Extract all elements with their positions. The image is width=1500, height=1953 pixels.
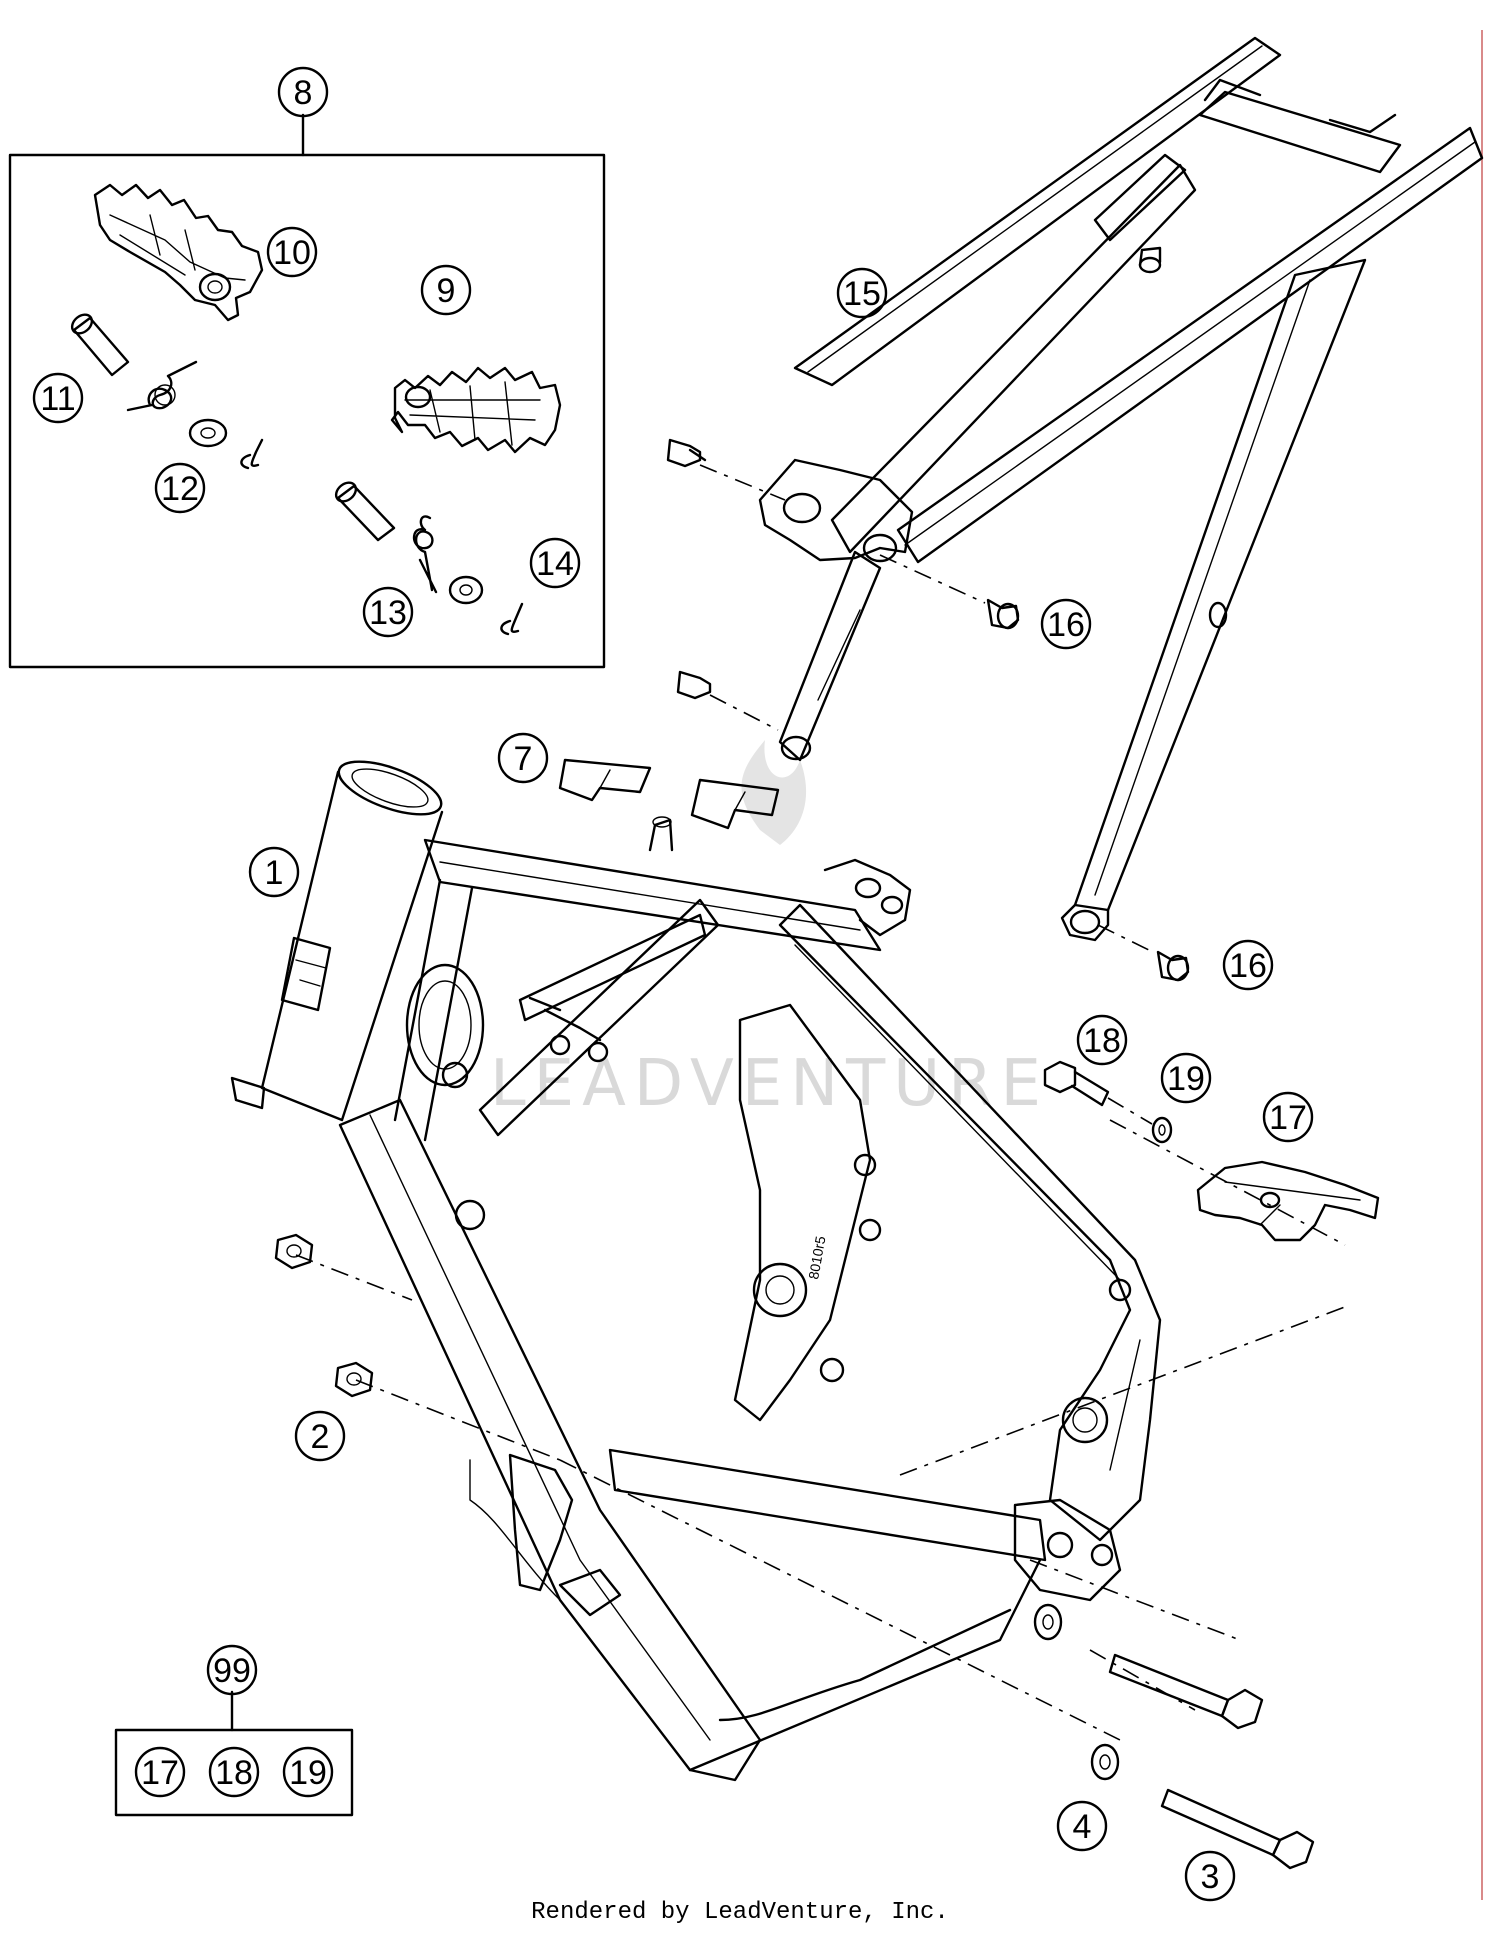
callout-7 xyxy=(497,732,549,784)
washer-part-upper[interactable] xyxy=(1033,1603,1063,1641)
callout-16b xyxy=(1222,939,1274,991)
subframe-bolt-mid[interactable] xyxy=(676,670,712,700)
footer-caption: Rendered by LeadVenture, Inc. xyxy=(531,1899,949,1926)
footpeg-kit-group xyxy=(8,113,606,669)
callout-labels: 8 10 9 11 12 14 13 15 16 7 1 16 18 19 17… xyxy=(40,74,1307,1896)
washer-part-19[interactable] xyxy=(1151,1116,1173,1144)
callout-1-label: 1 xyxy=(265,854,284,892)
svg-text:LEADVENTURE: LEADVENTURE xyxy=(490,1047,1049,1121)
callout-4-label: 4 xyxy=(1073,1808,1092,1846)
subframe-bolt-upper[interactable] xyxy=(666,438,707,468)
clip-part-12[interactable] xyxy=(240,438,264,470)
callout-kit-17 xyxy=(134,1746,186,1798)
callout-13-label: 13 xyxy=(369,594,407,632)
nut-part-upper[interactable] xyxy=(274,1233,314,1270)
nut-part-2[interactable] xyxy=(334,1361,374,1398)
callout-7-label: 7 xyxy=(514,740,533,778)
svg-text:8010r5: 8010r5 xyxy=(805,1235,828,1281)
spring-part-13[interactable] xyxy=(412,515,438,594)
callout-14-label: 14 xyxy=(536,545,574,583)
callout-16b-label: 16 xyxy=(1229,947,1267,985)
callout-10 xyxy=(266,226,318,278)
callout-8 xyxy=(277,66,329,118)
callout-13 xyxy=(362,586,414,638)
rubber-pad-right[interactable] xyxy=(690,778,780,830)
callout-3 xyxy=(1184,1850,1236,1902)
kit-99-group xyxy=(114,1690,354,1817)
footpeg-right-part[interactable] xyxy=(93,183,264,322)
bolt-part-3[interactable] xyxy=(1160,1788,1315,1870)
callouts xyxy=(32,66,1314,1902)
callout-11-label: 11 xyxy=(40,380,75,418)
callout-12 xyxy=(154,462,206,514)
callout-12-label: 12 xyxy=(161,470,199,508)
callout-18 xyxy=(1076,1014,1128,1066)
callout-14 xyxy=(529,537,581,589)
rubber-pad-left[interactable] xyxy=(558,758,652,802)
callout-17-label: 17 xyxy=(1269,1099,1307,1137)
bolt-part-16a[interactable] xyxy=(986,598,1020,630)
callout-kit-18 xyxy=(208,1746,260,1798)
callout-1 xyxy=(248,846,300,898)
callout-9 xyxy=(420,264,472,316)
callout-19 xyxy=(1160,1052,1212,1104)
callout-kit-19-label: 19 xyxy=(289,1754,327,1792)
callout-3-label: 3 xyxy=(1201,1858,1220,1896)
washer-part-14[interactable] xyxy=(448,575,484,605)
callout-2 xyxy=(294,1410,346,1462)
callout-18-label: 18 xyxy=(1083,1022,1121,1060)
callout-4 xyxy=(1056,1800,1108,1852)
callout-11 xyxy=(32,372,84,424)
screw-part-18[interactable] xyxy=(1043,1060,1110,1107)
spring-part-left[interactable] xyxy=(126,360,198,412)
callout-15-label: 15 xyxy=(843,275,881,313)
callout-9-label: 9 xyxy=(437,272,456,310)
callout-99-label: 99 xyxy=(213,1652,251,1690)
callout-kit-17-label: 17 xyxy=(141,1754,179,1792)
bolt-part-16b[interactable] xyxy=(1156,950,1190,982)
kit-99-box xyxy=(114,1728,354,1817)
washer-part-4[interactable] xyxy=(1090,1743,1120,1781)
callout-19-label: 19 xyxy=(1167,1060,1205,1098)
clip-part-14[interactable] xyxy=(500,602,524,636)
frame-part-1[interactable]: 8010r5 xyxy=(230,751,1162,1782)
footpeg-kit-box xyxy=(8,153,606,669)
subframe-part-15[interactable] xyxy=(758,36,1484,942)
callout-99 xyxy=(206,1644,258,1696)
callout-15 xyxy=(836,267,888,319)
washer-part-12[interactable] xyxy=(188,418,228,448)
pin-part-11[interactable] xyxy=(68,311,130,377)
callout-10-label: 10 xyxy=(273,234,311,272)
callout-16a xyxy=(1040,598,1092,650)
callout-kit-18-label: 18 xyxy=(215,1754,253,1792)
callout-16a-label: 16 xyxy=(1047,606,1085,644)
callout-kit-19 xyxy=(282,1746,334,1798)
pin-part-13[interactable] xyxy=(332,479,396,542)
footpeg-left-part[interactable] xyxy=(390,366,562,454)
callout-2-label: 2 xyxy=(311,1418,330,1456)
bolt-part-upper[interactable] xyxy=(1108,1653,1264,1730)
callout-17 xyxy=(1262,1091,1314,1143)
callout-8-label: 8 xyxy=(294,74,313,112)
watermark: LEADVENTURE xyxy=(490,740,1049,1121)
chain-guide-part-17[interactable] xyxy=(1196,1160,1380,1242)
